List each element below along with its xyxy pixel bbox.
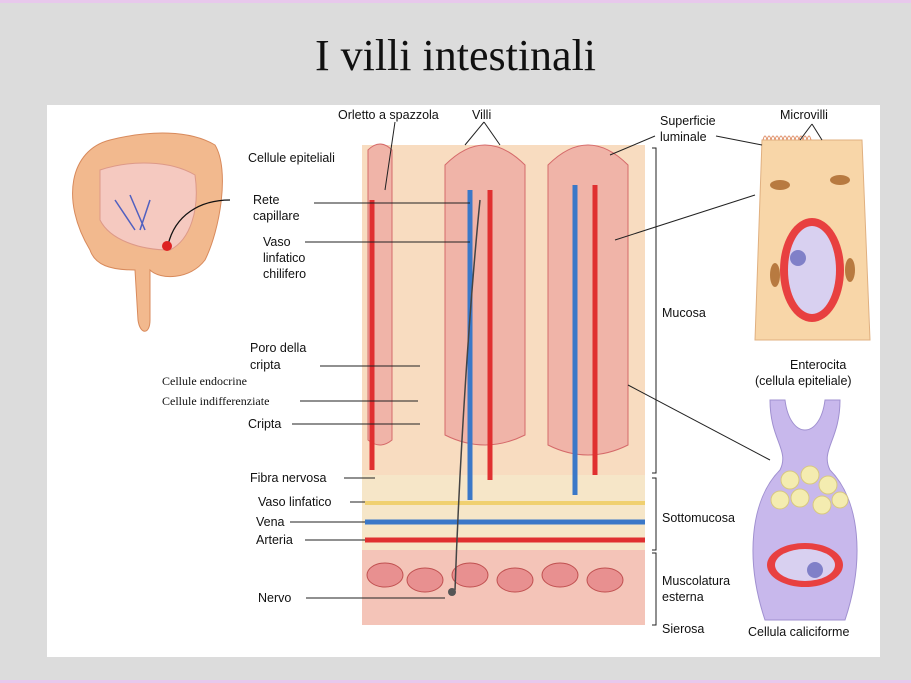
label-sottomucosa: Sottomucosa: [662, 511, 735, 525]
label-cellule-endocrine: Cellule endocrine: [162, 374, 247, 388]
label-vaso-linfatico: Vaso linfatico: [258, 495, 332, 509]
label-sierosa: Sierosa: [662, 622, 705, 636]
label-capillare: capillare: [253, 209, 300, 223]
label-vena: Vena: [256, 515, 285, 529]
label-rete: Rete: [253, 193, 280, 207]
label-poro-cripta: cripta: [250, 358, 281, 372]
label-chilifero: chilifero: [263, 267, 307, 281]
label-poro: Poro della: [250, 341, 307, 355]
label-fibra-nervosa: Fibra nervosa: [250, 471, 327, 485]
tissue-block: [362, 143, 645, 625]
label-vaso: Vaso: [263, 235, 291, 249]
slide-top-border: [0, 0, 911, 3]
label-cellule-epiteliali: Cellule epiteliali: [248, 151, 335, 165]
label-enterocita: Enterocita: [790, 358, 847, 372]
label-nervo: Nervo: [258, 591, 292, 605]
label-villi: Villi: [472, 108, 492, 122]
label-mucosa: Mucosa: [662, 306, 706, 320]
slide-title: I villi intestinali: [314, 31, 597, 80]
label-linfatico: linfatico: [263, 251, 306, 265]
label-cellula-caliciforme: Cellula caliciforme: [748, 625, 850, 639]
goblet-cell-drawing: [752, 399, 858, 621]
label-cellule-indifferenziate: Cellule indifferenziate: [162, 394, 270, 408]
intestine-drawing: [72, 132, 231, 332]
label-cellula-epiteliale: (cellula epiteliale): [755, 374, 852, 388]
label-muscolatura: Muscolatura: [662, 574, 731, 588]
enterocyte-drawing: [754, 135, 871, 341]
label-cripta: Cripta: [248, 417, 282, 431]
label-luminale: luminale: [660, 130, 707, 144]
label-arteria: Arteria: [256, 533, 293, 547]
slide-bottom-border: [0, 680, 911, 683]
label-microvilli: Microvilli: [780, 108, 828, 122]
label-superficie: Superficie: [660, 114, 716, 128]
label-orletto: Orletto a spazzola: [338, 108, 439, 122]
label-esterna: esterna: [662, 590, 704, 604]
